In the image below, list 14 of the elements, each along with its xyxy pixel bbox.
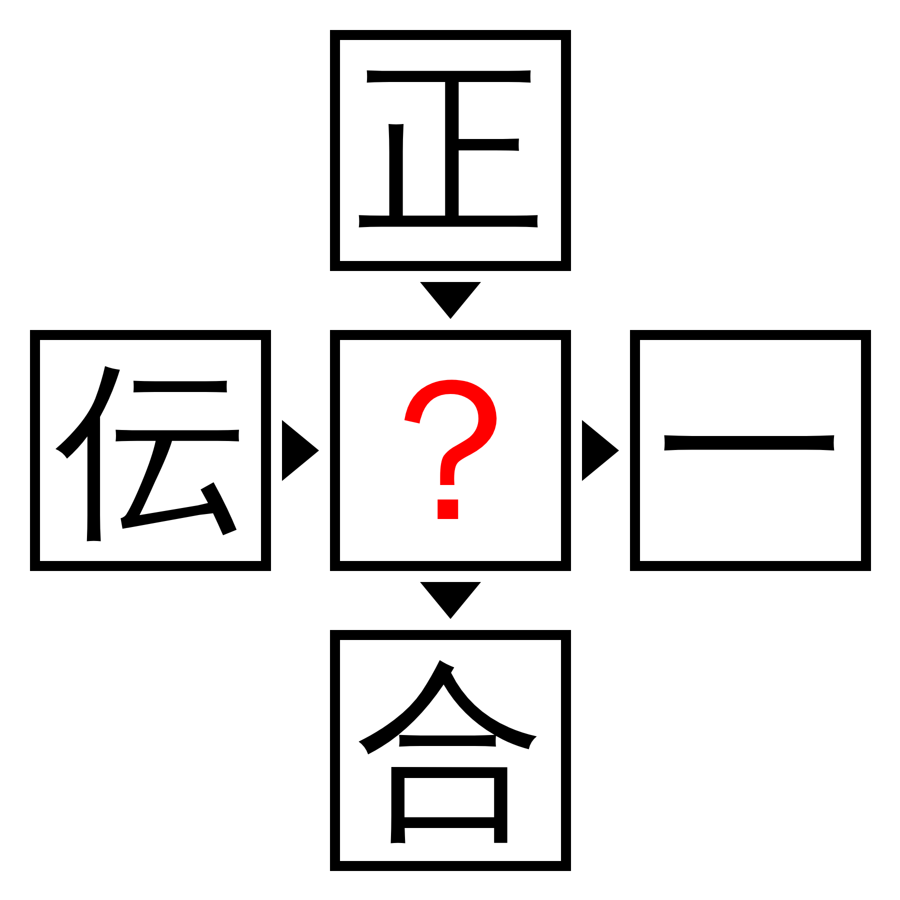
arrow (420, 282, 481, 319)
kanji-box (630, 330, 871, 571)
kanji-box (330, 630, 571, 871)
arrow (282, 420, 319, 481)
arrow (420, 582, 481, 619)
kanji-character: 伝 (56, 356, 246, 546)
kanji-box (330, 30, 571, 271)
question-mark: ？ (350, 350, 550, 550)
kanji-character: 正 (356, 56, 546, 246)
kanji-character: 合 (356, 656, 546, 846)
kanji-box (30, 330, 271, 571)
kanji-character: 一 (656, 356, 846, 546)
arrow (582, 420, 619, 481)
answer-box (330, 330, 571, 571)
